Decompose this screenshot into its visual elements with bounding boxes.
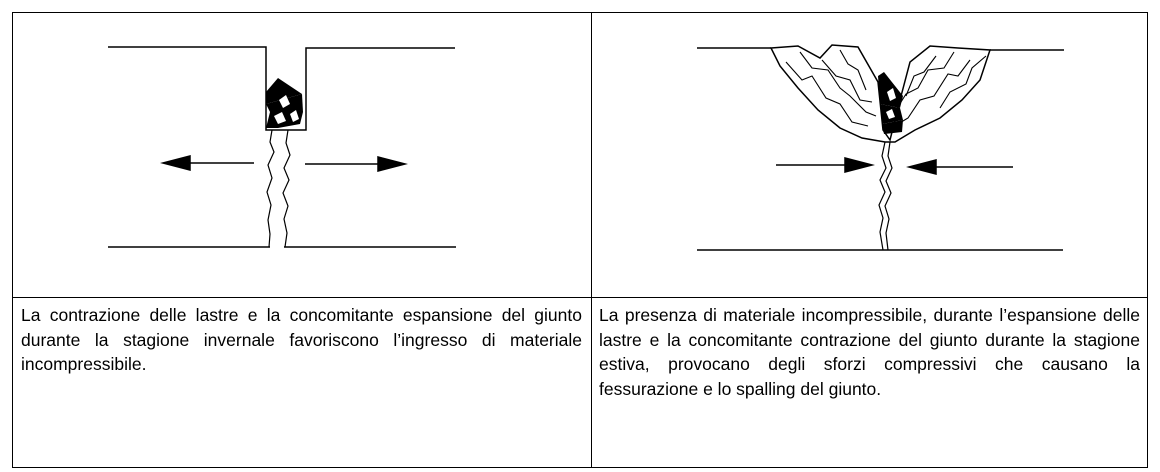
- contraction-diagram: [108, 46, 456, 248]
- spalled-area-outline: [769, 44, 992, 143]
- left-arrow-outward: [160, 155, 254, 171]
- right-arrow-inward: [906, 159, 1013, 175]
- left-slab-top-edge: [108, 46, 455, 131]
- right-crack-line-a: [878, 141, 887, 251]
- table-row-divider: [12, 297, 1148, 298]
- table-border-right: [1147, 12, 1148, 468]
- crack-line-a: [266, 129, 275, 248]
- right-arrow-outward: [305, 156, 408, 172]
- table-border-left: [12, 12, 13, 468]
- table-border-top: [12, 12, 1148, 13]
- expansion-diagram: [697, 44, 1064, 251]
- crack-line-b: [282, 129, 291, 248]
- right-crack-line-b: [884, 141, 893, 251]
- table-border-bottom: [12, 467, 1148, 468]
- left-arrow-inward: [776, 157, 875, 173]
- table-column-divider: [591, 12, 592, 468]
- right-caption: La presenza di materiale incompressibile…: [599, 305, 1140, 399]
- left-caption: La contrazione delle lastre e la concomi…: [21, 305, 582, 374]
